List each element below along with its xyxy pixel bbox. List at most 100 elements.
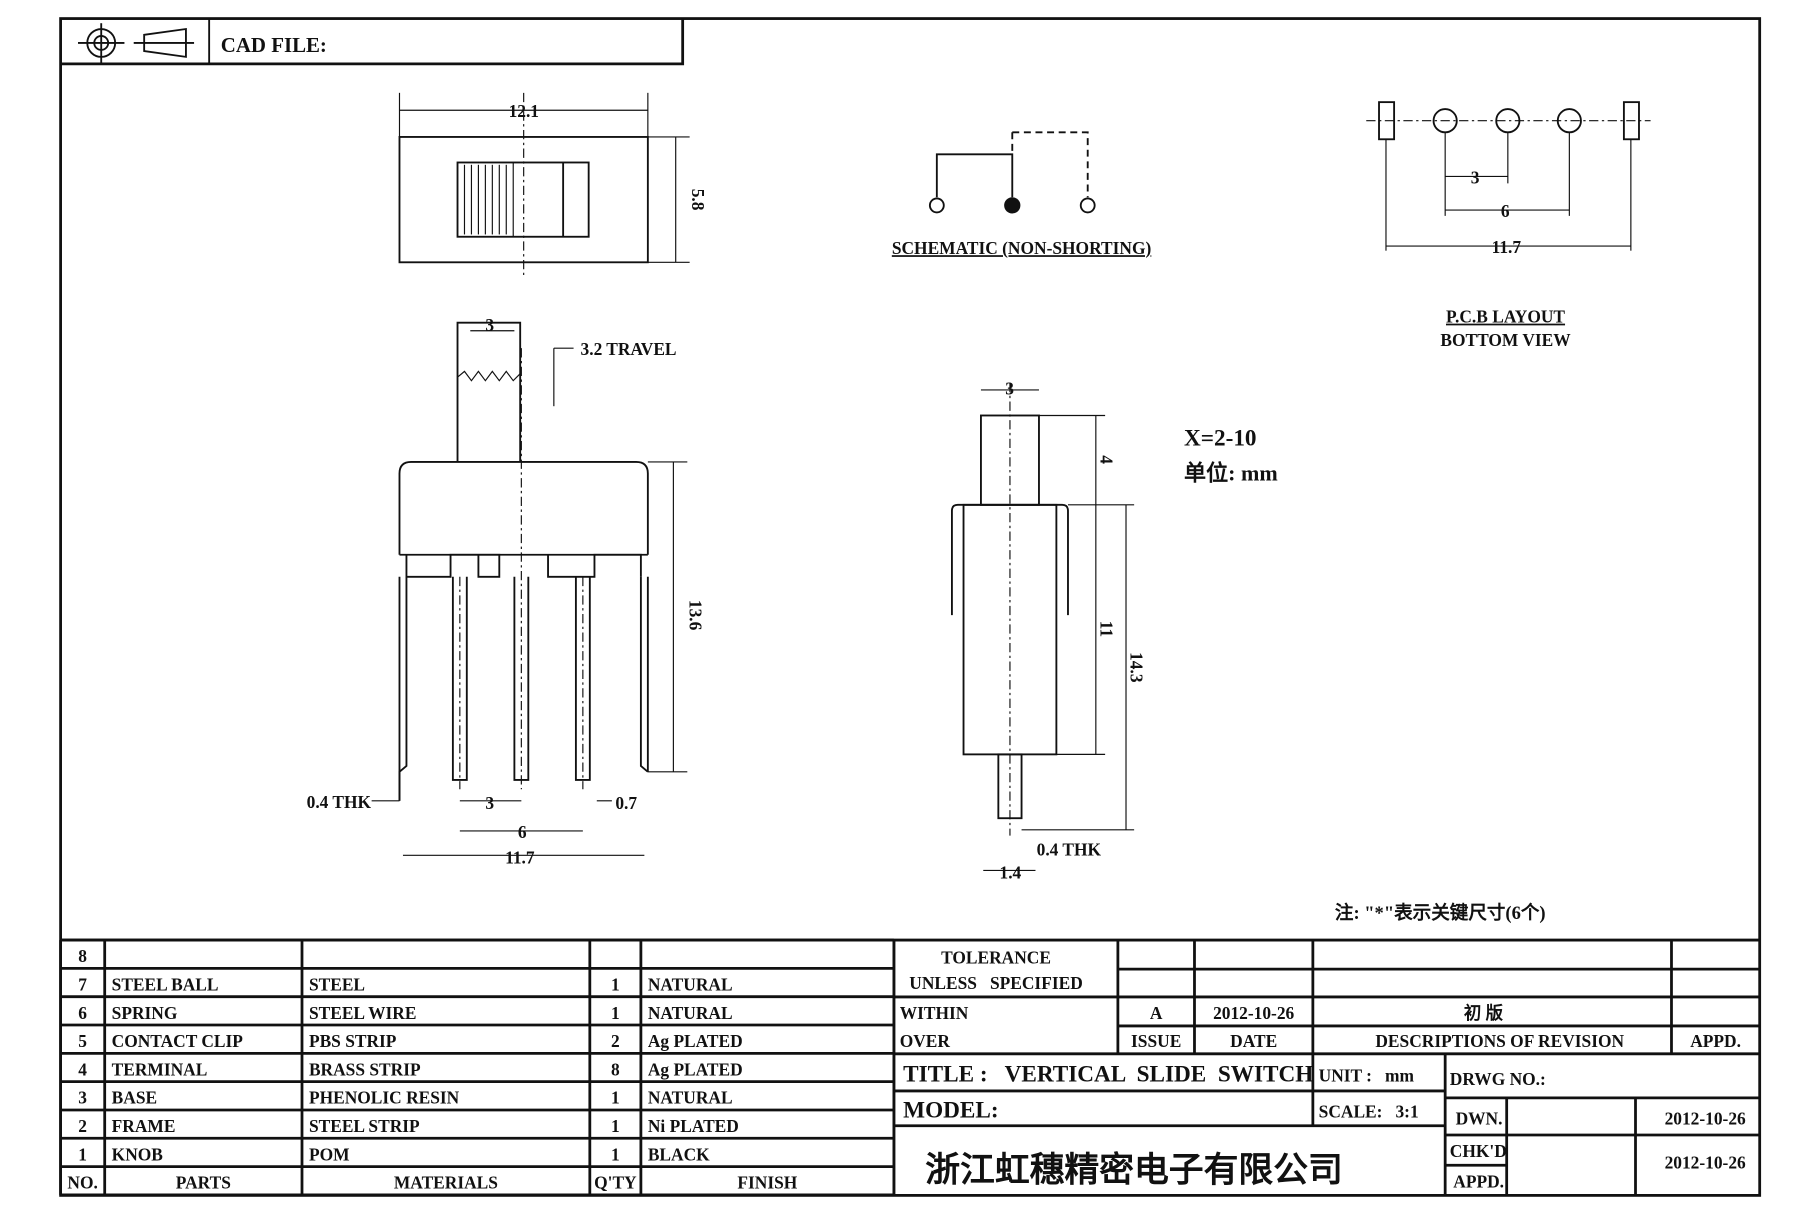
bom-no: 5	[78, 1031, 87, 1051]
bom-qty: 1	[611, 1003, 620, 1023]
bom-header-part: PARTS	[176, 1173, 231, 1193]
bom-finish: NATURAL	[648, 974, 733, 994]
bom-finish: NATURAL	[648, 1003, 733, 1023]
front-width-dim: 11.7	[505, 847, 535, 867]
bom-no: 2	[78, 1116, 87, 1136]
key-dimension-note: 注: "*"表示关键尺寸(6个)	[1335, 902, 1546, 924]
bom-finish: NATURAL	[648, 1088, 733, 1108]
bom-finish: Ag PLATED	[648, 1059, 743, 1079]
bom-header-no: NO.	[67, 1173, 97, 1193]
pcb-overall-dim: 11.7	[1492, 237, 1522, 257]
pcb-layout: 3 6 11.7 P.C.B LAYOUT BOTTOM VIEW	[1366, 101, 1651, 350]
drawn-date: 2012-10-26	[1665, 1109, 1746, 1129]
date-header: DATE	[1230, 1031, 1277, 1051]
front-actuator-dim: 3	[485, 315, 494, 335]
side-actuator-dim: 3	[1005, 379, 1014, 399]
drawn-label: DWN.	[1456, 1109, 1503, 1129]
within-label: WITHIN	[900, 1003, 969, 1023]
front-pin-dim: 0.7	[615, 793, 637, 813]
travel-dim: 3.2 TRAVEL	[581, 339, 677, 359]
tolerance-label: TOLERANCE	[941, 947, 1051, 967]
company-name: 浙江虹穗精密电子有限公司	[925, 1149, 1343, 1190]
bom-material: STEEL WIRE	[309, 1003, 416, 1023]
bom-header-material: MATERIALS	[394, 1173, 498, 1193]
side-h3-dim: 14.3	[1127, 652, 1147, 683]
bom-material: POM	[309, 1144, 350, 1164]
drawing-title: TITLE : VERTICAL SLIDE SWITCH	[903, 1062, 1313, 1088]
bom-no: 8	[78, 946, 87, 966]
schematic: SCHEMATIC (NON-SHORTING)	[892, 131, 1152, 258]
bom-qty: 1	[611, 1116, 620, 1136]
side-h2-dim: 11	[1096, 621, 1116, 637]
bom-material: STEEL	[309, 974, 365, 994]
side-h1-dim: 4	[1096, 455, 1116, 464]
issue-header: ISSUE	[1131, 1031, 1181, 1051]
bom-part: BASE	[112, 1088, 157, 1108]
front-pitch2-dim: 6	[518, 822, 527, 842]
description-header: DESCRIPTIONS OF REVISION	[1375, 1031, 1624, 1051]
over-label: OVER	[900, 1031, 951, 1051]
side-pin-dim: 1.4	[1000, 863, 1022, 883]
bom-part: TERMINAL	[112, 1059, 208, 1079]
revision-date: 2012-10-26	[1213, 1003, 1294, 1023]
tolerance-sub-label: UNLESS SPECIFIED	[909, 973, 1082, 993]
bom-qty: 8	[611, 1059, 620, 1079]
pcb-sublabel: BOTTOM VIEW	[1440, 330, 1571, 350]
bom-material: STEEL STRIP	[309, 1116, 420, 1136]
front-height-dim: 13.6	[686, 600, 706, 631]
top-width-dim: 12.1	[509, 101, 539, 121]
bom-header-qty: Q'TY	[594, 1173, 637, 1193]
pcb-pitch2-dim: 6	[1501, 201, 1510, 221]
revision-issue: A	[1150, 1003, 1163, 1023]
bom-material: PBS STRIP	[309, 1031, 397, 1051]
front-pitch1-dim: 3	[485, 793, 494, 813]
title-block: TOLERANCE UNLESS SPECIFIED WITHIN OVER A…	[900, 947, 1746, 1191]
bom-part: FRAME	[112, 1116, 176, 1136]
bom-no: 7	[78, 974, 87, 994]
pcb-pitch1-dim: 3	[1471, 167, 1480, 187]
bom-material: PHENOLIC RESIN	[309, 1088, 460, 1108]
bom-qty: 1	[611, 974, 620, 994]
top-view: 12.1 5.8	[398, 92, 708, 279]
unit-label: UNIT : mm	[1319, 1066, 1415, 1086]
bom-part: STEEL BALL	[112, 974, 219, 994]
bom-finish: BLACK	[648, 1144, 710, 1164]
sheet-border	[59, 17, 1762, 1197]
title-block-grid	[60, 938, 1760, 1196]
side-thk-dim: 0.4 THK	[1037, 839, 1102, 859]
bom-part: CONTACT CLIP	[112, 1031, 244, 1051]
approved-label: APPD.	[1453, 1171, 1504, 1191]
bom-header-finish: FINISH	[737, 1173, 797, 1193]
schematic-label: SCHEMATIC (NON-SHORTING)	[892, 238, 1152, 258]
bom-finish: Ag PLATED	[648, 1031, 743, 1051]
bom-part: SPRING	[112, 1003, 178, 1023]
front-thk-dim: 0.4 THK	[307, 792, 372, 812]
scale-label: SCALE: 3:1	[1319, 1102, 1419, 1122]
bom-no: 4	[78, 1059, 87, 1079]
revision-description: 初 版	[1464, 1003, 1504, 1023]
bom-no: 3	[78, 1088, 87, 1108]
unit-note: 单位: mm	[1184, 460, 1278, 485]
bom-qty: 1	[611, 1088, 620, 1108]
bom-qty: 1	[611, 1144, 620, 1164]
appd-header: APPD.	[1690, 1031, 1741, 1051]
header-box: CAD FILE:	[60, 18, 685, 66]
bom-no: 6	[78, 1003, 87, 1023]
bom-part: KNOB	[112, 1144, 164, 1164]
model-label: MODEL:	[903, 1098, 998, 1124]
side-view: 3 4 11 14.3 0.4 THK 1.4	[950, 379, 1147, 883]
third-angle-projection-icon	[78, 23, 195, 63]
top-height-dim: 5.8	[688, 189, 708, 211]
bom-qty: 2	[611, 1031, 620, 1051]
checked-date: 2012-10-26	[1665, 1153, 1746, 1173]
bom-material: BRASS STRIP	[309, 1059, 421, 1079]
bom-finish: Ni PLATED	[648, 1116, 739, 1136]
drawing-number-label: DRWG NO.:	[1450, 1069, 1546, 1089]
pcb-label: P.C.B LAYOUT	[1446, 307, 1565, 327]
cad-file-label: CAD FILE:	[221, 33, 327, 57]
front-view: 3 3.2 TRAVEL 13.6 0.4 THK 3 6 11.7 0.7	[307, 315, 706, 868]
bom-no: 1	[78, 1144, 87, 1164]
checked-label: CHK'D	[1450, 1141, 1507, 1161]
